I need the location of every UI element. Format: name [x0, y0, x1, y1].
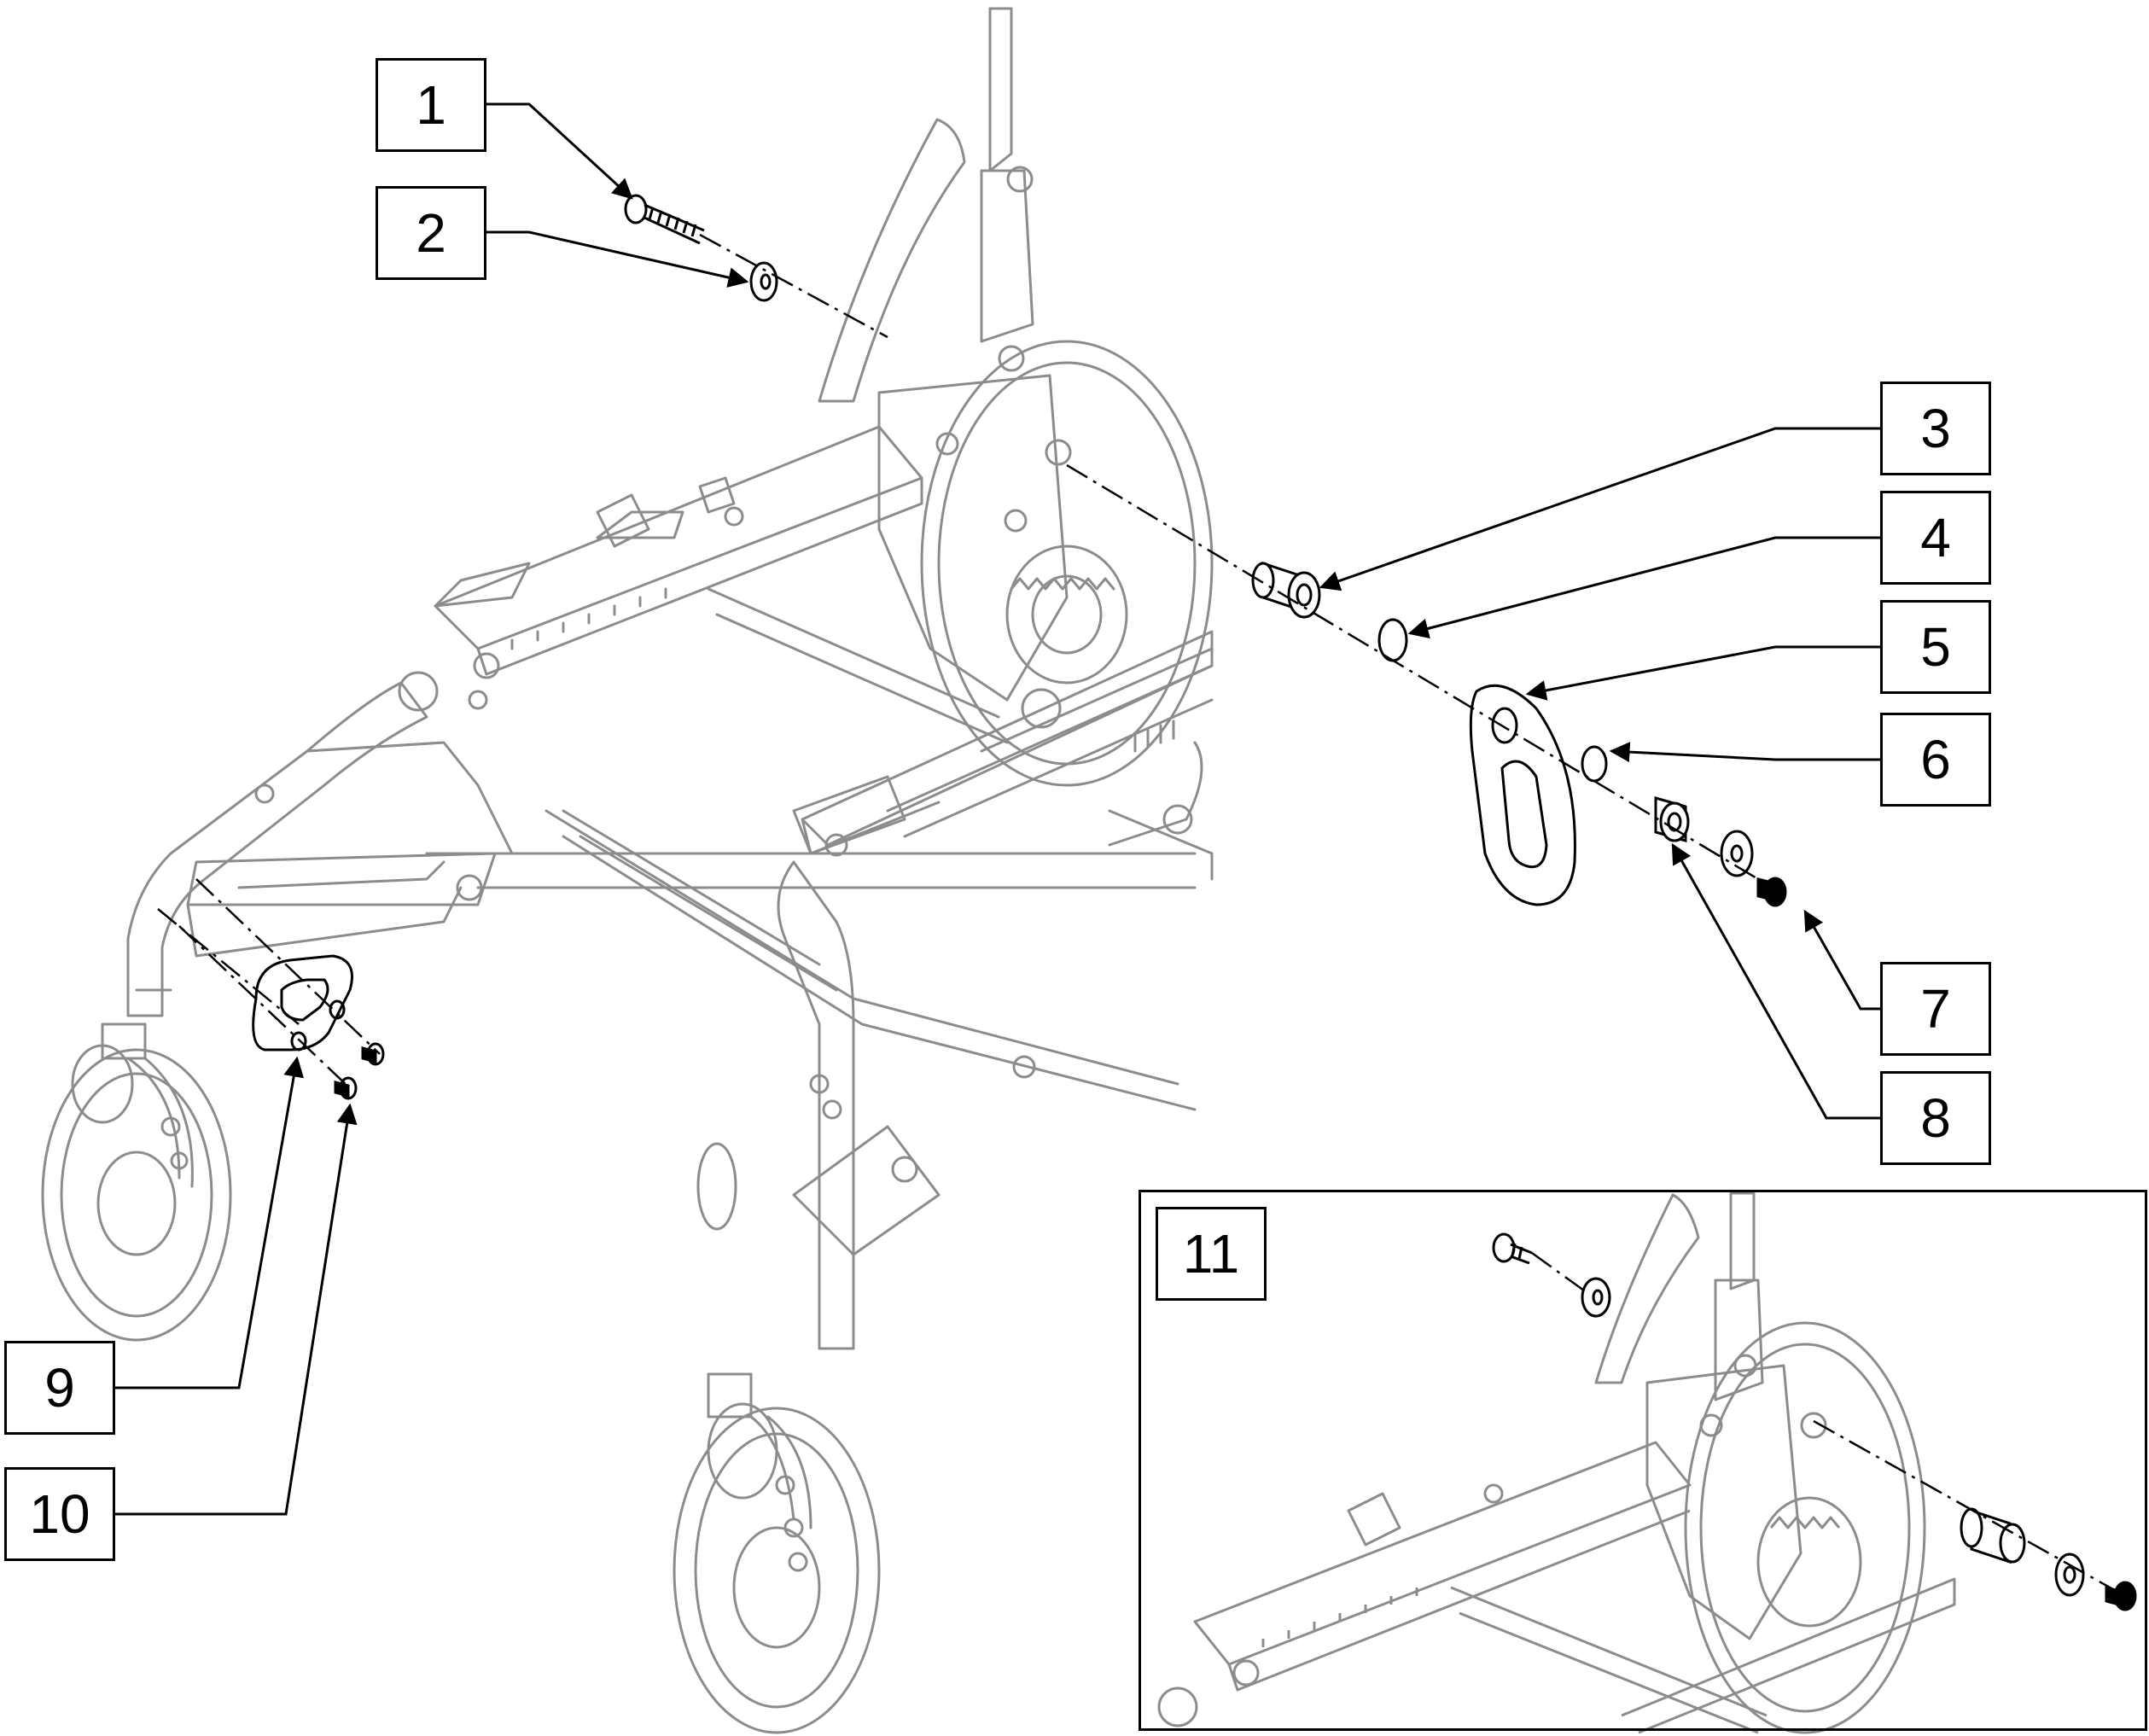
callout-8-number: 8	[1920, 1087, 1951, 1149]
callout-7-number: 7	[1920, 978, 1951, 1040]
left-screws-part	[334, 1042, 385, 1100]
leader-lines	[115, 102, 1880, 1516]
callout-5-number: 5	[1920, 616, 1951, 678]
inset-parts	[1492, 1232, 2137, 1611]
callout-11: 11	[1156, 1207, 1267, 1301]
spacer-tube-part	[1251, 561, 1321, 619]
inset-drawing	[1157, 1191, 1956, 1734]
callout-6: 6	[1880, 713, 1991, 807]
leader-line-4	[1407, 536, 1880, 639]
callout-9: 9	[4, 1341, 115, 1435]
callout-5: 5	[1880, 600, 1991, 694]
tie-down-bracket-part	[1469, 684, 1576, 906]
leader-line-5	[1525, 645, 1880, 701]
washer-part	[1720, 830, 1754, 877]
callout-3: 3	[1880, 382, 1991, 475]
callout-11-number: 11	[1182, 1223, 1240, 1285]
wheelchair-frame	[41, 7, 1214, 1734]
callout-2: 2	[376, 186, 486, 280]
top-bolt-part	[624, 194, 705, 245]
callout-10: 10	[4, 1467, 115, 1561]
callout-6-number: 6	[1920, 729, 1951, 790]
callout-4: 4	[1880, 491, 1991, 585]
leader-line-8	[1671, 842, 1880, 1120]
inset-panel	[1139, 1190, 2147, 1731]
callout-9-number: 9	[44, 1357, 75, 1419]
inset-axes	[1531, 1251, 2126, 1598]
callout-3-number: 3	[1920, 398, 1951, 459]
callout-10-number: 10	[29, 1483, 90, 1545]
callout-2-number: 2	[416, 202, 446, 264]
leader-line-6	[1609, 742, 1880, 763]
callout-8: 8	[1880, 1071, 1991, 1165]
leader-line-10	[115, 1103, 358, 1516]
assembly-axes	[157, 233, 1780, 1089]
callout-1: 1	[376, 58, 486, 152]
leader-line-3	[1319, 427, 1880, 591]
leader-line-9	[115, 1056, 305, 1389]
bolt-part	[1756, 877, 1787, 907]
left-tie-down-part	[252, 954, 353, 1052]
exploded-parts	[252, 194, 1787, 1100]
callout-7: 7	[1880, 962, 1991, 1056]
callout-1-number: 1	[416, 74, 446, 136]
leader-line-1	[486, 102, 633, 200]
leader-line-2	[486, 230, 749, 288]
callout-4-number: 4	[1920, 507, 1951, 568]
top-washer-part	[749, 261, 778, 302]
leader-line-7	[1803, 909, 1880, 1011]
